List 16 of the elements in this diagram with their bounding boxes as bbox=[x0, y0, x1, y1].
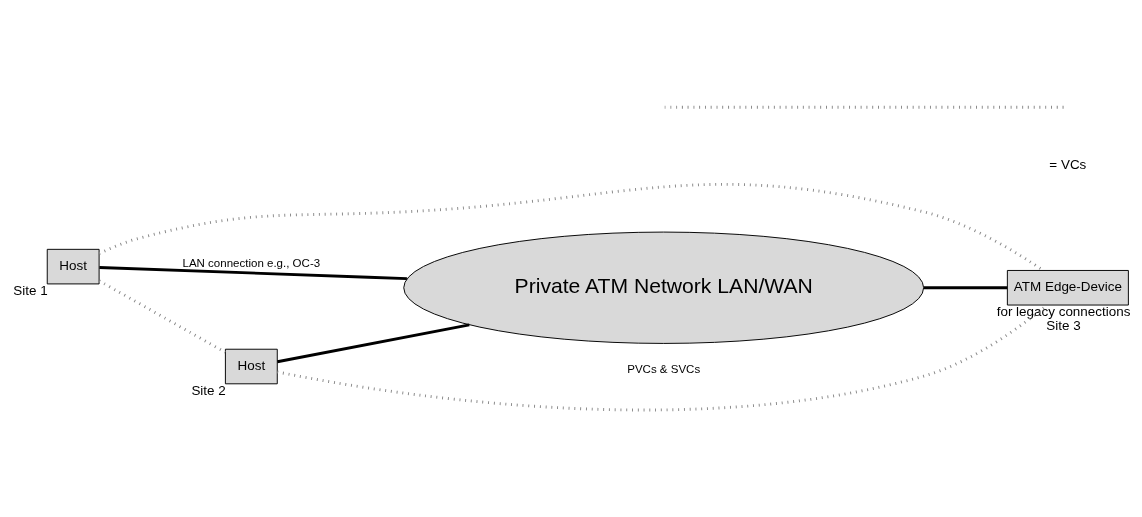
edge-label: LAN connection e.g., OC-3 bbox=[182, 257, 321, 270]
node-label: for legacy connections bbox=[996, 303, 1131, 319]
node-box: Host bbox=[224, 348, 278, 385]
legend-label: = VCs bbox=[1049, 157, 1087, 173]
node-box: ATM Edge-Device bbox=[1006, 270, 1129, 306]
connector bbox=[923, 286, 1008, 290]
node-box: Host bbox=[46, 248, 100, 285]
connector bbox=[98, 183, 1044, 272]
node-ellipse: Private ATM Network LAN/WAN bbox=[403, 231, 925, 344]
node-label: Site 1 bbox=[13, 282, 48, 298]
connector bbox=[99, 266, 407, 280]
connector bbox=[277, 323, 470, 364]
edge-label: PVCs & SVCs bbox=[627, 362, 701, 375]
connector bbox=[98, 279, 226, 354]
node-label: Site 3 bbox=[1046, 318, 1081, 334]
node-label: Site 2 bbox=[191, 382, 226, 398]
